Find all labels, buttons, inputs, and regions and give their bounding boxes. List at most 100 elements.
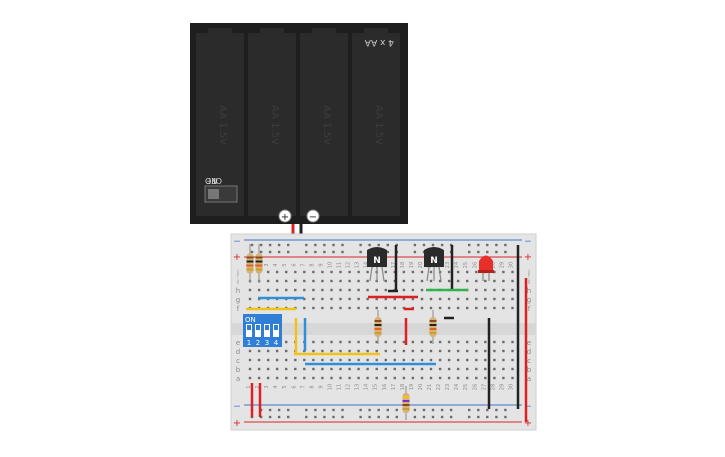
breadboard-hole[interactable] <box>502 270 505 274</box>
breadboard-hole[interactable] <box>475 288 478 292</box>
breadboard-hole[interactable] <box>285 367 288 371</box>
breadboard-hole[interactable] <box>366 270 369 274</box>
breadboard-hole[interactable] <box>357 367 360 371</box>
breadboard-hole[interactable] <box>339 367 342 371</box>
rail-hole[interactable] <box>477 243 480 247</box>
rail-hole[interactable] <box>314 415 317 419</box>
breadboard-hole[interactable] <box>375 306 378 310</box>
rail-hole[interactable] <box>368 243 371 247</box>
breadboard-hole[interactable] <box>511 367 514 371</box>
breadboard-hole[interactable] <box>384 306 387 310</box>
breadboard-hole[interactable] <box>475 270 478 274</box>
rail-hole[interactable] <box>332 415 335 419</box>
rail-hole[interactable] <box>250 243 254 247</box>
breadboard-hole[interactable] <box>484 279 487 283</box>
breadboard-hole[interactable] <box>484 376 487 380</box>
breadboard-hole[interactable] <box>294 367 297 371</box>
breadboard-hole[interactable] <box>511 358 514 362</box>
breadboard-hole[interactable] <box>285 288 288 292</box>
rail-hole[interactable] <box>449 408 453 412</box>
rail-hole[interactable] <box>314 243 317 247</box>
breadboard-hole[interactable] <box>266 376 270 380</box>
breadboard-hole[interactable] <box>429 349 433 353</box>
breadboard-hole[interactable] <box>275 376 279 380</box>
breadboard-hole[interactable] <box>456 270 460 274</box>
breadboard-hole[interactable] <box>357 358 360 362</box>
breadboard-hole[interactable] <box>375 288 378 292</box>
breadboard-hole[interactable] <box>339 340 342 344</box>
rail-hole[interactable] <box>259 250 263 254</box>
breadboard-hole[interactable] <box>384 367 387 371</box>
breadboard-hole[interactable] <box>411 358 415 362</box>
breadboard-hole[interactable] <box>275 288 279 292</box>
rail-hole[interactable] <box>431 408 435 412</box>
rail-hole[interactable] <box>368 415 371 419</box>
rail-hole[interactable] <box>377 243 380 247</box>
breadboard-hole[interactable] <box>402 288 406 292</box>
breadboard-hole[interactable] <box>456 279 460 283</box>
breadboard-hole[interactable] <box>466 297 469 301</box>
breadboard-hole[interactable] <box>493 288 496 292</box>
breadboard-hole[interactable] <box>303 376 306 380</box>
dip-switch-key[interactable] <box>255 324 261 337</box>
breadboard-hole[interactable] <box>393 297 396 301</box>
breadboard-hole[interactable] <box>348 358 351 362</box>
rail-hole[interactable] <box>332 243 335 247</box>
breadboard-hole[interactable] <box>257 367 261 371</box>
rail-hole[interactable] <box>341 415 344 419</box>
breadboard-hole[interactable] <box>357 288 360 292</box>
breadboard-hole[interactable] <box>493 367 496 371</box>
breadboard-hole[interactable] <box>330 349 333 353</box>
rail-hole[interactable] <box>268 408 272 412</box>
rail-hole[interactable] <box>431 243 435 247</box>
breadboard-hole[interactable] <box>511 297 514 301</box>
breadboard-hole[interactable] <box>384 349 387 353</box>
breadboard-hole[interactable] <box>466 376 469 380</box>
breadboard-hole[interactable] <box>429 279 433 283</box>
wires[interactable] <box>246 245 528 422</box>
rail-hole[interactable] <box>305 243 308 247</box>
breadboard-hole[interactable] <box>275 358 279 362</box>
breadboard-hole[interactable] <box>475 306 478 310</box>
rail-hole[interactable] <box>386 415 389 419</box>
breadboard-hole[interactable] <box>493 349 496 353</box>
breadboard-hole[interactable] <box>330 297 333 301</box>
rail-hole[interactable] <box>477 250 480 254</box>
breadboard-hole[interactable] <box>366 358 369 362</box>
rail-hole[interactable] <box>504 415 507 419</box>
breadboard-hole[interactable] <box>447 340 451 344</box>
breadboard-hole[interactable] <box>330 376 333 380</box>
breadboard-hole[interactable] <box>294 279 297 283</box>
breadboard-hole[interactable] <box>384 340 387 344</box>
breadboard-hole[interactable] <box>447 297 451 301</box>
rail-hole[interactable] <box>277 408 281 412</box>
breadboard-hole[interactable] <box>420 270 424 274</box>
rail-hole[interactable] <box>395 408 398 412</box>
breadboard-hole[interactable] <box>456 367 460 371</box>
breadboard-hole[interactable] <box>447 306 451 310</box>
rail-hole[interactable] <box>395 415 398 419</box>
breadboard-hole[interactable] <box>484 358 487 362</box>
breadboard-hole[interactable] <box>411 349 415 353</box>
breadboard-hole[interactable] <box>384 270 387 274</box>
rail-hole[interactable] <box>486 243 489 247</box>
breadboard-hole[interactable] <box>475 358 478 362</box>
rail-hole[interactable] <box>449 415 453 419</box>
transistor-1[interactable]: N <box>367 247 387 282</box>
breadboard-hole[interactable] <box>312 297 315 301</box>
breadboard-hole[interactable] <box>312 288 315 292</box>
breadboard-hole[interactable] <box>285 376 288 380</box>
red-led[interactable] <box>478 255 494 282</box>
rail-hole[interactable] <box>504 243 507 247</box>
breadboard-hole[interactable] <box>402 340 406 344</box>
breadboard-hole[interactable] <box>511 340 514 344</box>
breadboard-hole[interactable] <box>466 367 469 371</box>
breadboard-hole[interactable] <box>339 279 342 283</box>
breadboard-hole[interactable] <box>294 270 297 274</box>
dip-switch-key[interactable] <box>273 324 279 337</box>
breadboard-hole[interactable] <box>285 340 288 344</box>
breadboard-hole[interactable] <box>366 349 369 353</box>
rail-hole[interactable] <box>486 415 489 419</box>
breadboard-hole[interactable] <box>484 306 487 310</box>
